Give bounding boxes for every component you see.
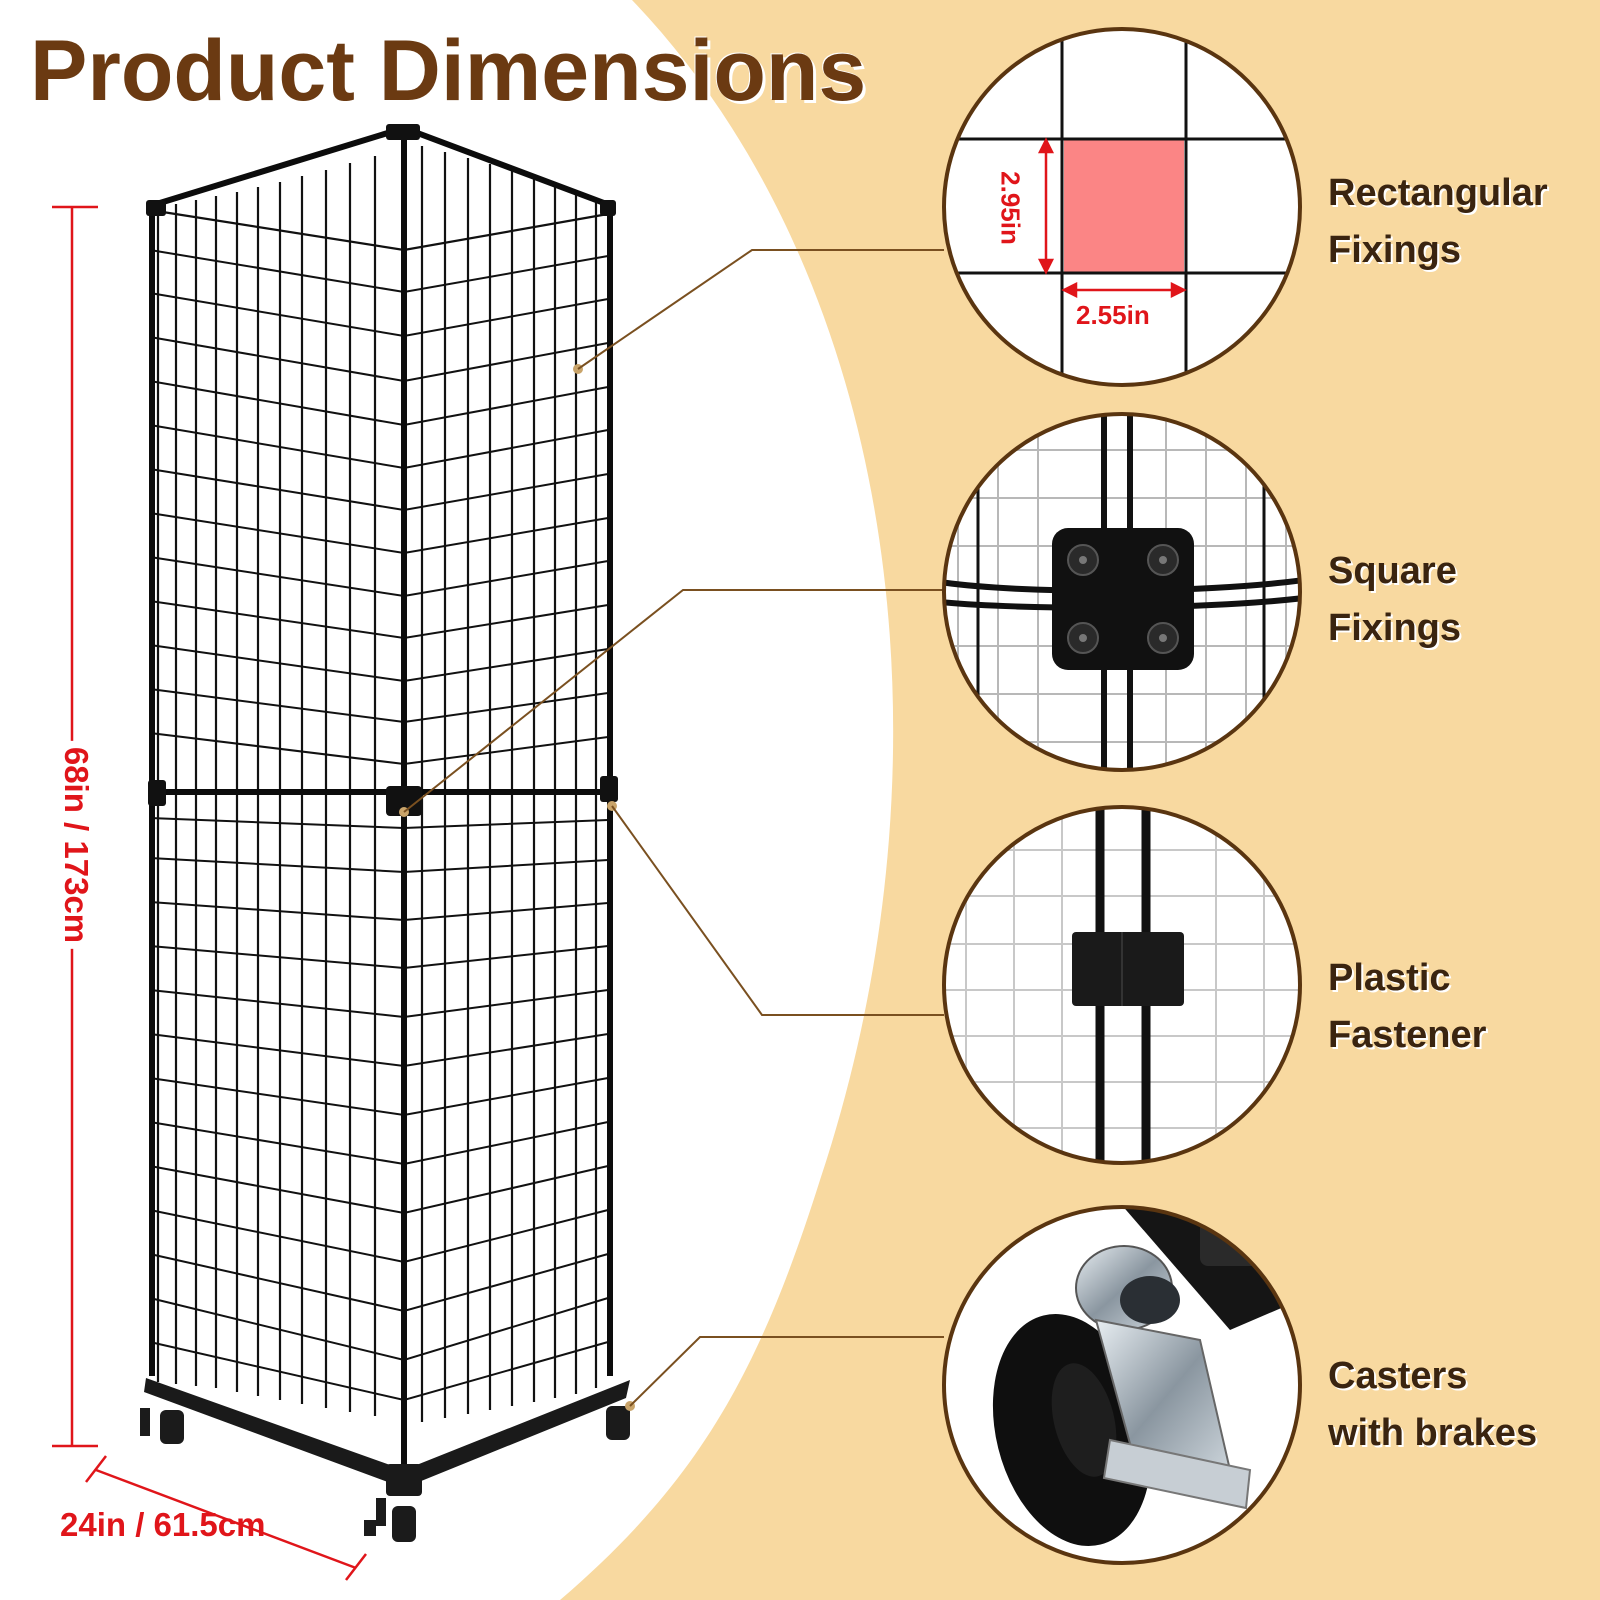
feature-rectangular-fixings: Rectangular Fixings — [1328, 165, 1593, 279]
feature-label-line2: Fastener — [1328, 1014, 1487, 1056]
page-title: Product Dimensions — [30, 23, 867, 119]
feature-label-line1: Square — [1328, 550, 1457, 592]
plastic-fastener-circle — [942, 805, 1302, 1165]
grid-closeup-circle — [942, 27, 1302, 387]
square-fixing-circle — [942, 412, 1302, 772]
feature-label-line2: Fixings — [1328, 607, 1462, 649]
width-dimension-label: 24in / 61.5cm — [60, 1506, 266, 1543]
grid-height-label: 2.95in — [995, 171, 1026, 245]
leader-lines — [403, 249, 944, 1407]
feature-plastic-fastener: Plastic Fastener — [1328, 950, 1593, 1064]
feature-label-line2: Fixings — [1328, 229, 1462, 271]
grid-rack — [140, 124, 635, 1542]
feature-label-line1: Rectangular — [1328, 172, 1548, 214]
background-curve — [560, 0, 1600, 1600]
feature-label-line1: Casters — [1328, 1355, 1468, 1397]
feature-casters-with-brakes: Casters with brakes — [1328, 1348, 1593, 1462]
feature-label-line1: Plastic — [1328, 957, 1451, 999]
feature-label-line2: with brakes — [1328, 1412, 1538, 1454]
height-dimension-label: 68in / 173cm — [57, 740, 95, 950]
grid-width-label: 2.55in — [1076, 300, 1150, 330]
width-dimension-line — [85, 1455, 367, 1581]
feature-square-fixings: Square Fixings — [1328, 543, 1593, 657]
